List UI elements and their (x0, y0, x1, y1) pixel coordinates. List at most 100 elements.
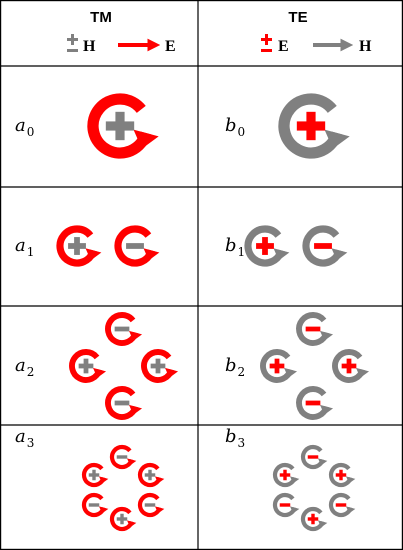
ring-arc (300, 444, 325, 470)
ring-arrowhead (283, 367, 298, 378)
ring-arc (302, 225, 343, 267)
ring-arrowhead (324, 129, 350, 149)
ring-arc (114, 225, 155, 267)
ring-arc (109, 444, 134, 470)
sign-bar (114, 400, 130, 406)
sign-bar (314, 243, 332, 249)
tm-mode-label: a0 (15, 115, 34, 139)
te-cell: b0 (225, 93, 350, 159)
ring-arrowhead (133, 129, 159, 149)
ring-arc (69, 349, 103, 383)
ring-arrowhead (126, 520, 137, 528)
te-plus-ring-icon (300, 506, 328, 532)
tm-plus-minus-icon (67, 34, 78, 52)
label-base: a (15, 355, 26, 376)
sign-bar-vertical (74, 237, 80, 255)
sign-bar-vertical (148, 469, 152, 481)
ring-arrowhead (143, 248, 160, 261)
label-base: a (15, 426, 26, 447)
tm-plus-ring-icon (141, 349, 179, 383)
sign-bar-vertical (346, 358, 352, 374)
tm-minus-ring-icon (137, 492, 165, 518)
ring-arrowhead (289, 476, 300, 484)
mode-row: a3 b3 (15, 426, 356, 532)
sign-bar (279, 503, 291, 507)
ring-arrowhead (164, 367, 179, 378)
te-plus-ring-icon (278, 93, 350, 159)
sign-bar-vertical (120, 513, 124, 525)
ring-arc (87, 93, 152, 159)
ring-arrowhead (319, 330, 334, 341)
sign-bar (144, 503, 156, 507)
te-minus-ring-icon (300, 444, 328, 470)
label-base: a (15, 115, 26, 136)
tm-cell: a1 (15, 225, 160, 267)
sign-bar (305, 400, 321, 406)
te-cell: b3 (225, 426, 356, 532)
te-legend-h-label: H (359, 38, 372, 55)
tm-minus-ring-icon (105, 312, 143, 346)
ring-arc (272, 492, 297, 518)
te-cell: b1 (225, 225, 348, 267)
sign-bar-vertical (83, 358, 89, 374)
te-mode-label: b1 (225, 235, 245, 259)
tm-minus-ring-icon (105, 386, 143, 420)
ring-arc (141, 349, 175, 383)
ring-arc (272, 462, 297, 488)
label-base: b (225, 235, 237, 256)
ring-arc (278, 93, 343, 159)
ring-arrowhead (273, 248, 290, 261)
label-sub: 2 (27, 365, 35, 379)
sign-bar-vertical (306, 111, 316, 141)
te-plus-ring-icon (260, 349, 298, 383)
label-sub: 0 (27, 125, 35, 139)
ring-arrowhead (319, 404, 334, 415)
ring-arc (81, 462, 106, 488)
ring-arrowhead (331, 248, 348, 261)
sign-bar (114, 326, 130, 332)
sign-bar-vertical (274, 358, 280, 374)
ring-arc (244, 225, 285, 267)
sign-bar-vertical (115, 111, 125, 141)
te-minus-ring-icon (302, 225, 348, 267)
label-base: a (15, 235, 26, 256)
ring-arc (328, 462, 353, 488)
tm-plus-ring-icon (56, 225, 102, 267)
tm-plus-ring-icon (87, 93, 159, 159)
tm-title: TM (90, 9, 112, 26)
tm-minus-ring-icon (114, 225, 160, 267)
label-sub: 3 (27, 436, 35, 450)
ring-arrowhead (98, 476, 109, 484)
label-sub: 1 (238, 245, 246, 259)
label-sub: 2 (238, 365, 246, 379)
ring-arc (56, 225, 97, 267)
ring-arrowhead (128, 404, 143, 415)
te-plus-minus-icon (261, 34, 272, 52)
ring-arc (137, 462, 162, 488)
te-plus-ring-icon (328, 462, 356, 488)
ring-arrowhead (85, 248, 102, 261)
label-base: b (225, 115, 237, 136)
tm-cell: a0 (15, 93, 159, 159)
tm-cell: a3 (15, 426, 165, 532)
ring-arrowhead (154, 506, 165, 514)
ring-arrowhead (317, 520, 328, 528)
ring-arc (109, 506, 134, 532)
ring-arc (300, 506, 325, 532)
label-sub: 0 (238, 125, 246, 139)
tm-plus-ring-icon (81, 462, 109, 488)
ring-arrowhead (98, 506, 109, 514)
ring-arrowhead (345, 476, 356, 484)
sign-bar-vertical (283, 469, 287, 481)
sign-bar-vertical (92, 469, 96, 481)
ring-arc (137, 492, 162, 518)
sign-bar (307, 455, 319, 459)
tm-mode-label: a2 (15, 355, 34, 379)
te-cell: b2 (225, 312, 370, 420)
